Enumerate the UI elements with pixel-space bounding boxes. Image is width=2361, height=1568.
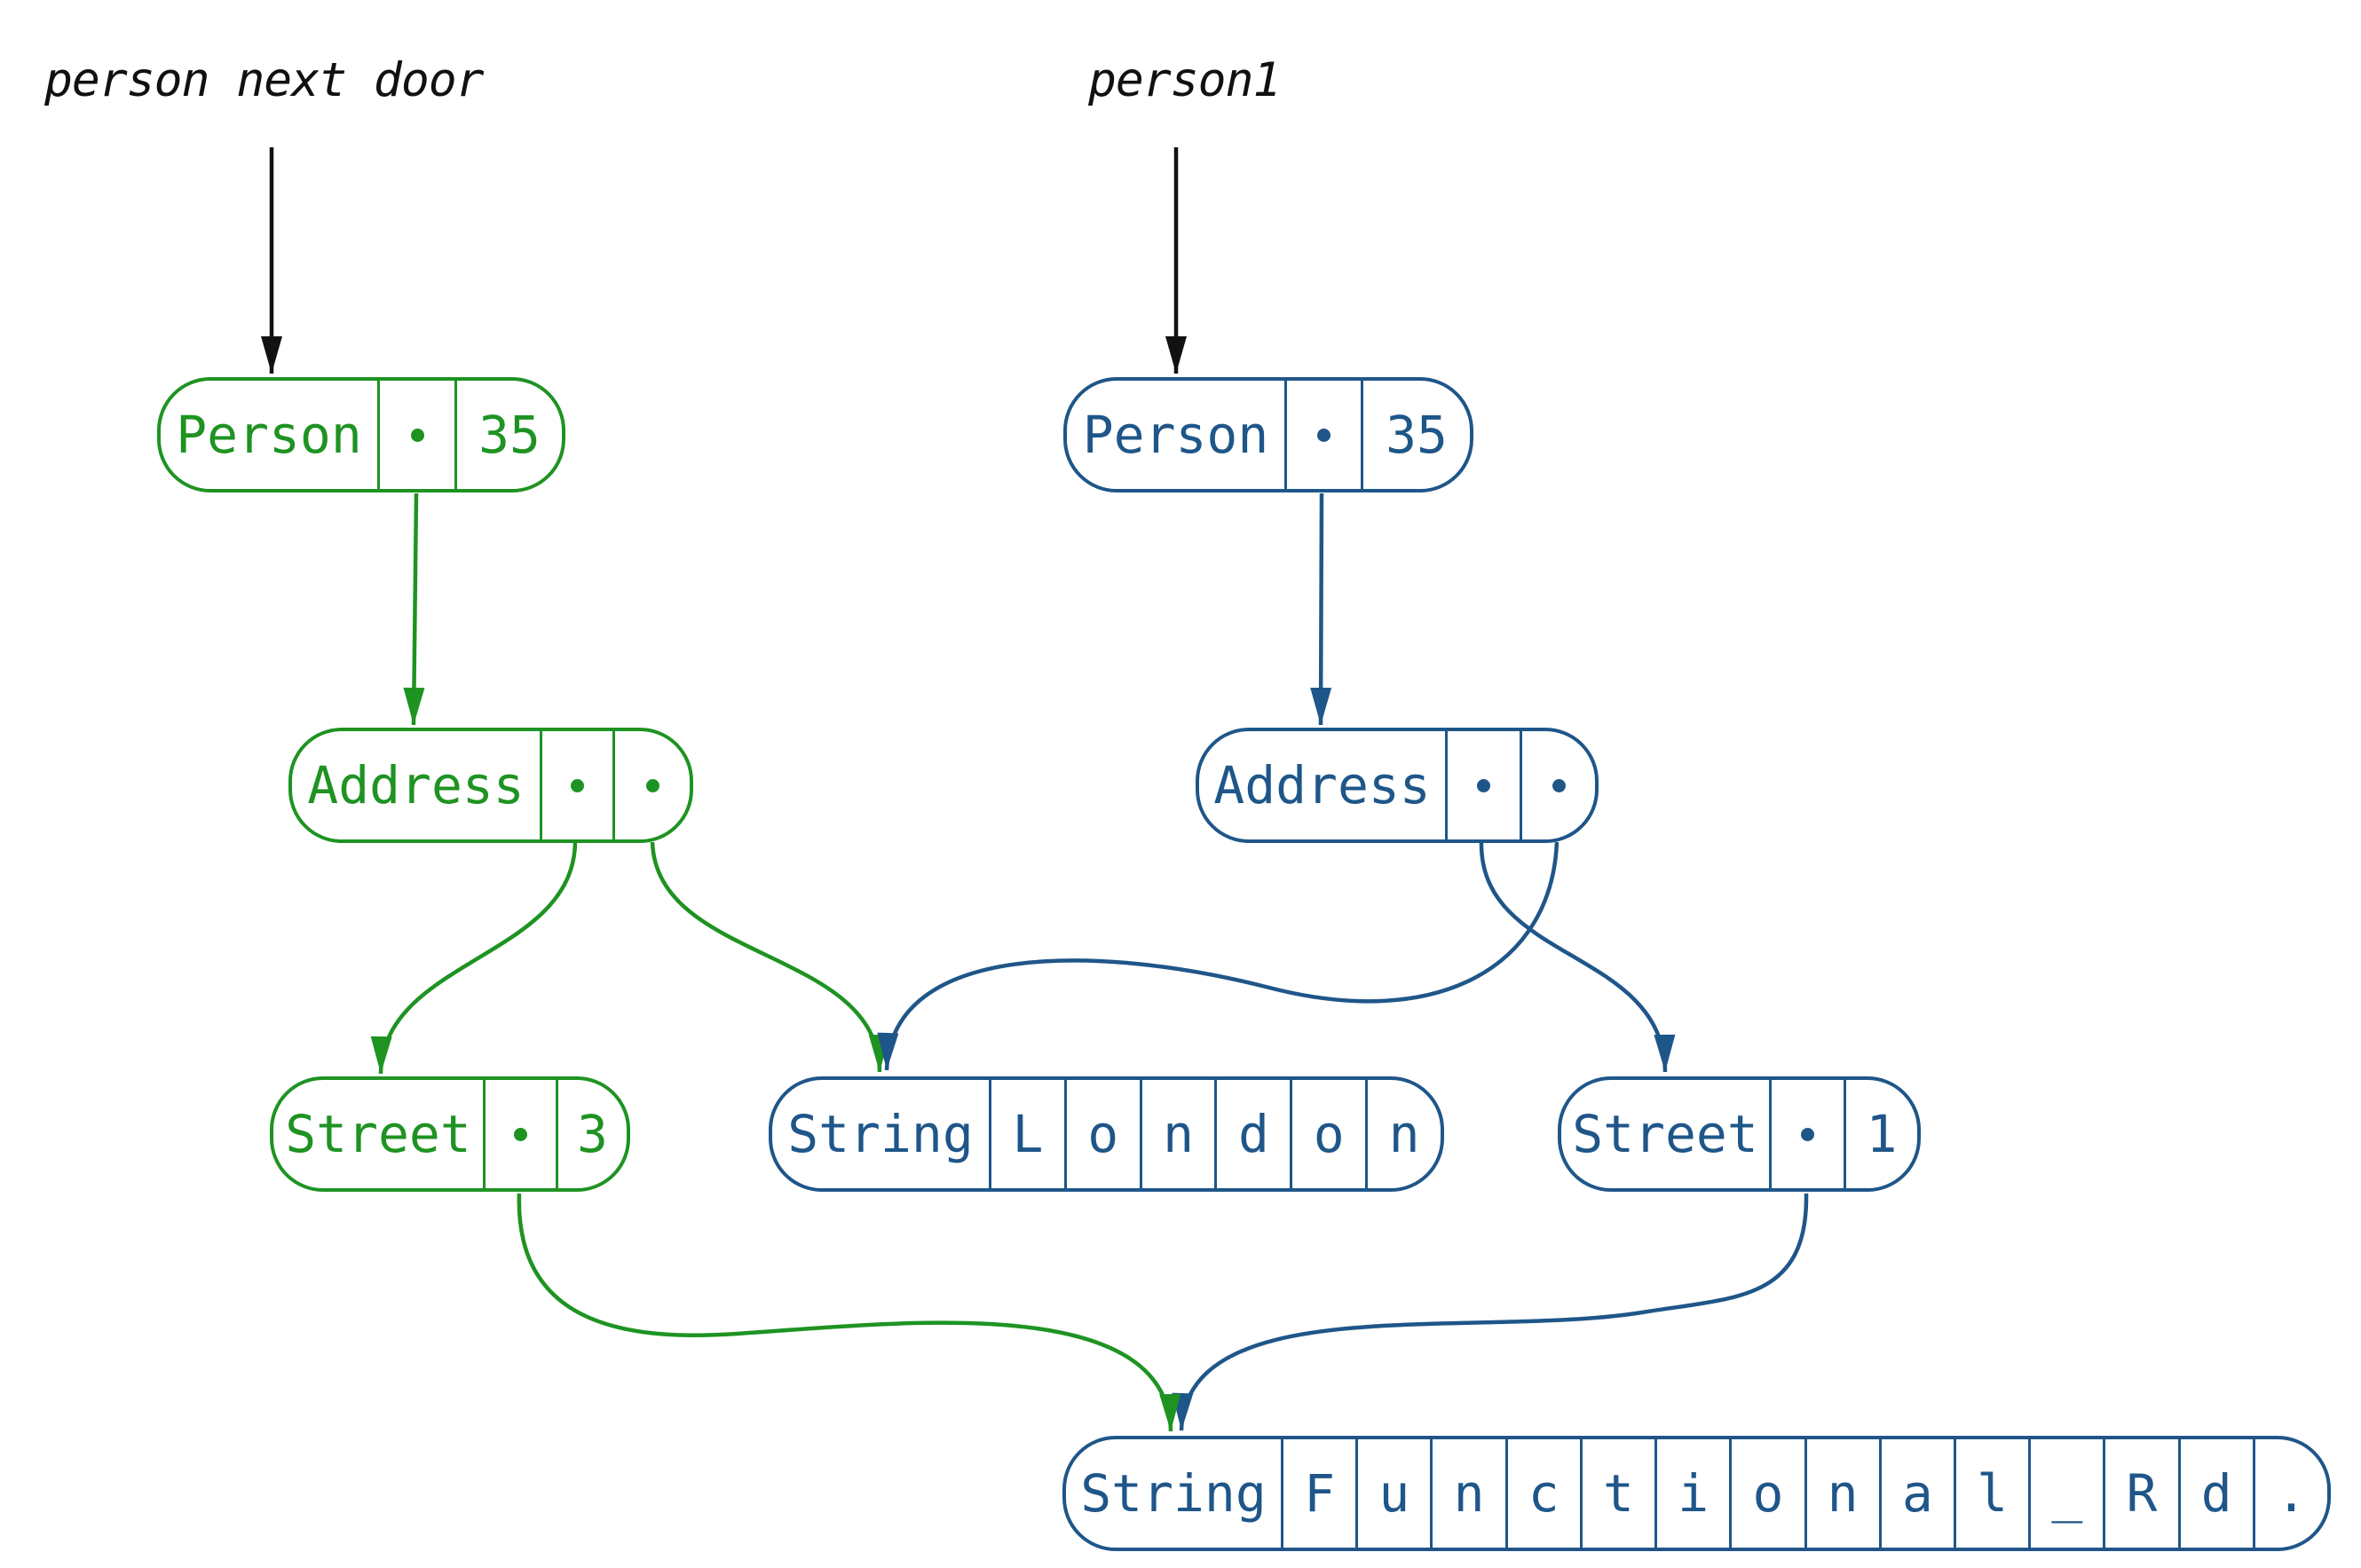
pointer-cell (1445, 731, 1520, 839)
arrow-green-address-to-london (650, 841, 890, 1073)
pointer-dot (1552, 778, 1566, 792)
functional-rd-string-node: String F u n c t i o n a l _ R d . (1062, 1436, 2331, 1551)
pointer-cell (540, 731, 612, 839)
node-value: 3 (556, 1080, 627, 1188)
arrow-green-address-to-street (370, 841, 578, 1075)
char-cell: L (989, 1080, 1064, 1188)
person-next-door-label: person next door (44, 53, 485, 107)
char-cell: o (1729, 1439, 1804, 1548)
char-cell: n (1804, 1439, 1879, 1548)
arrow-blue-address-to-street (1479, 841, 1676, 1073)
char-cell: c (1504, 1439, 1580, 1548)
char-cell: R (2103, 1439, 2177, 1548)
pointer-dot (1477, 778, 1490, 792)
pointer-cell (377, 381, 454, 489)
char-cell: l (1953, 1439, 2028, 1548)
blue-street-node: Street 1 (1558, 1076, 1921, 1192)
char-cell: F (1281, 1439, 1355, 1548)
char-cell: n (1139, 1080, 1215, 1188)
node-type-label: Street (285, 1104, 471, 1164)
arrow-blue-address-to-london (877, 841, 1560, 1071)
pointer-cell (483, 1080, 556, 1188)
arrow-green-street-to-functional (517, 1193, 1181, 1432)
pointer-dot (1801, 1127, 1814, 1141)
pointer-dot (571, 778, 584, 792)
char-cell: i (1654, 1439, 1729, 1548)
node-type-label: Address (1213, 755, 1431, 816)
node-type-label: Address (307, 755, 525, 816)
char-cell: o (1290, 1080, 1365, 1188)
char-cell: d (1214, 1080, 1290, 1188)
node-value: 35 (1361, 381, 1470, 489)
london-string-node: String L o n d o n (769, 1076, 1444, 1192)
char-cell: . (2252, 1439, 2327, 1548)
blue-person-node: Person 35 (1063, 377, 1473, 492)
char-cell: _ (2028, 1439, 2103, 1548)
char-cell: n (1430, 1439, 1504, 1548)
char-cell: o (1063, 1080, 1140, 1188)
node-type-label: String (1080, 1463, 1267, 1524)
char-cell: t (1579, 1439, 1654, 1548)
pointer-cell (612, 731, 690, 839)
node-value: 1 (1844, 1080, 1917, 1188)
node-type-label: String (787, 1104, 974, 1164)
pointer-dot (1317, 428, 1331, 442)
pointer-cell (1769, 1080, 1844, 1188)
arrow-blue-person-to-address (1310, 492, 1332, 726)
pointer-dot (645, 778, 659, 792)
arrow-blue-street-to-functional (1172, 1193, 1809, 1431)
char-cell: n (1365, 1080, 1441, 1188)
node-value: 35 (454, 381, 562, 489)
pointer-cell (1284, 381, 1361, 489)
green-address-node: Address (288, 728, 693, 843)
node-type-label: Street (1572, 1104, 1758, 1164)
char-cell: a (1878, 1439, 1954, 1548)
person1-label: person1 (1088, 53, 1281, 107)
green-street-node: Street 3 (270, 1076, 630, 1192)
char-cell: d (2177, 1439, 2253, 1548)
char-cell: u (1355, 1439, 1430, 1548)
pointer-dot (514, 1127, 527, 1141)
blue-address-node: Address (1196, 728, 1599, 843)
arrow-green-person-to-address (403, 492, 425, 726)
pointer-dot (410, 428, 424, 442)
green-person-node: Person 35 (157, 377, 565, 492)
node-type-label: Person (176, 405, 362, 465)
pointer-cell (1520, 731, 1595, 839)
node-type-label: Person (1082, 405, 1269, 465)
